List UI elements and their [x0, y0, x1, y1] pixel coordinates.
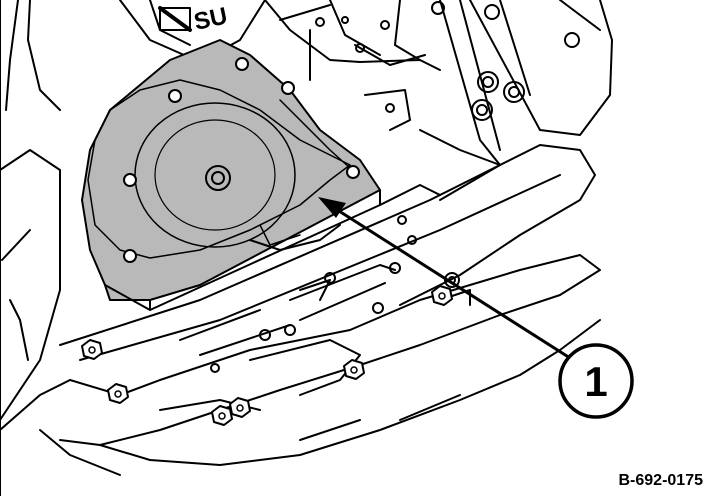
right-frame: [419, 0, 613, 201]
callout-number: 1: [584, 358, 607, 405]
nameplate: SU: [192, 3, 230, 36]
left-frame: [0, 0, 71, 496]
belt-cover: [81, 39, 381, 301]
mounting-plate: [104, 184, 441, 311]
arrow-head: [318, 197, 346, 218]
drawing-code: B-692-0175: [618, 472, 704, 489]
fasteners: [81, 285, 453, 426]
callout-leader: [318, 197, 571, 360]
engine-housing: [119, 0, 441, 131]
chassis: [39, 144, 601, 476]
fastener-centres: [88, 292, 446, 420]
callout-1: 1: [558, 343, 634, 419]
